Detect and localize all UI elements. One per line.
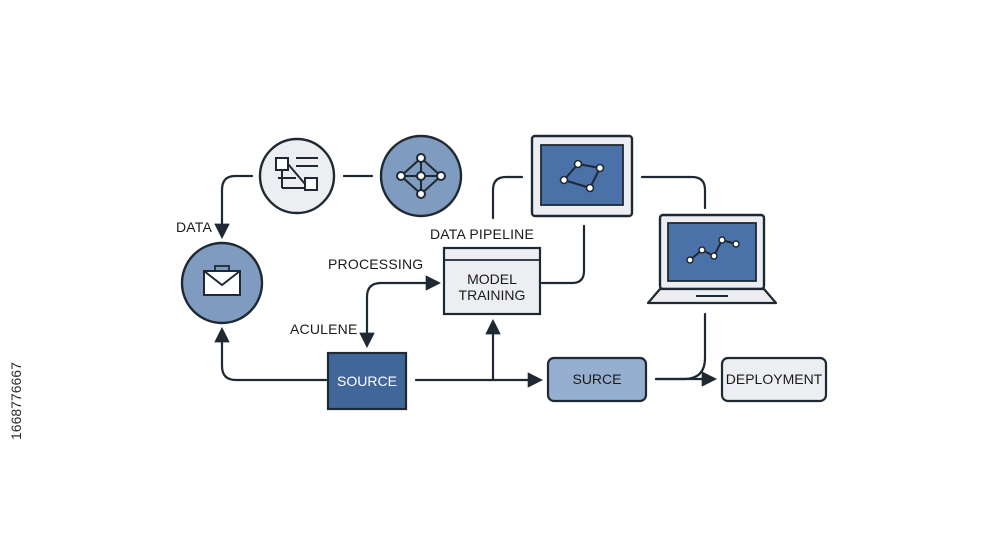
stock-id-text: 1668776667 <box>8 362 24 440</box>
label-processing: PROCESSING <box>328 256 424 272</box>
label-data: DATA <box>176 219 213 235</box>
surce-label: SURCE <box>572 371 622 388</box>
monitor-graph-icon <box>530 134 634 218</box>
laptop-chart-icon <box>646 213 778 305</box>
deployment-label: DEPLOYMENT <box>725 371 823 388</box>
model-training-box <box>442 246 542 316</box>
model-training-line2: TRAINING <box>458 287 526 303</box>
connector-laptop-to-deployment <box>654 312 707 381</box>
flowchart-icon <box>258 137 336 215</box>
connectors <box>214 174 718 388</box>
connector-source-to-model-training <box>359 275 442 349</box>
stock-id-watermark: 1668776667 <box>6 300 26 440</box>
connector-model-training-to-monitor <box>540 224 586 285</box>
model-training-line1: MODEL <box>467 270 517 287</box>
connector-pipeline-to-monitor <box>491 175 524 220</box>
deployment-box <box>720 356 828 403</box>
connector-source-to-envelope <box>214 326 328 382</box>
label-data-pipeline: DATA PIPELINE <box>430 226 535 242</box>
envelope-icon <box>180 241 264 325</box>
network-graph-icon <box>379 134 463 218</box>
model-training-label: MODEL TRAINING <box>444 262 540 312</box>
connector-monitor-to-laptop <box>640 175 707 210</box>
source-label: SOURCE <box>337 372 397 389</box>
label-aculene: ACULENE <box>290 321 358 337</box>
surce-box <box>546 356 648 403</box>
connector-flowchart-to-envelope <box>214 174 254 240</box>
source-box <box>326 351 408 411</box>
